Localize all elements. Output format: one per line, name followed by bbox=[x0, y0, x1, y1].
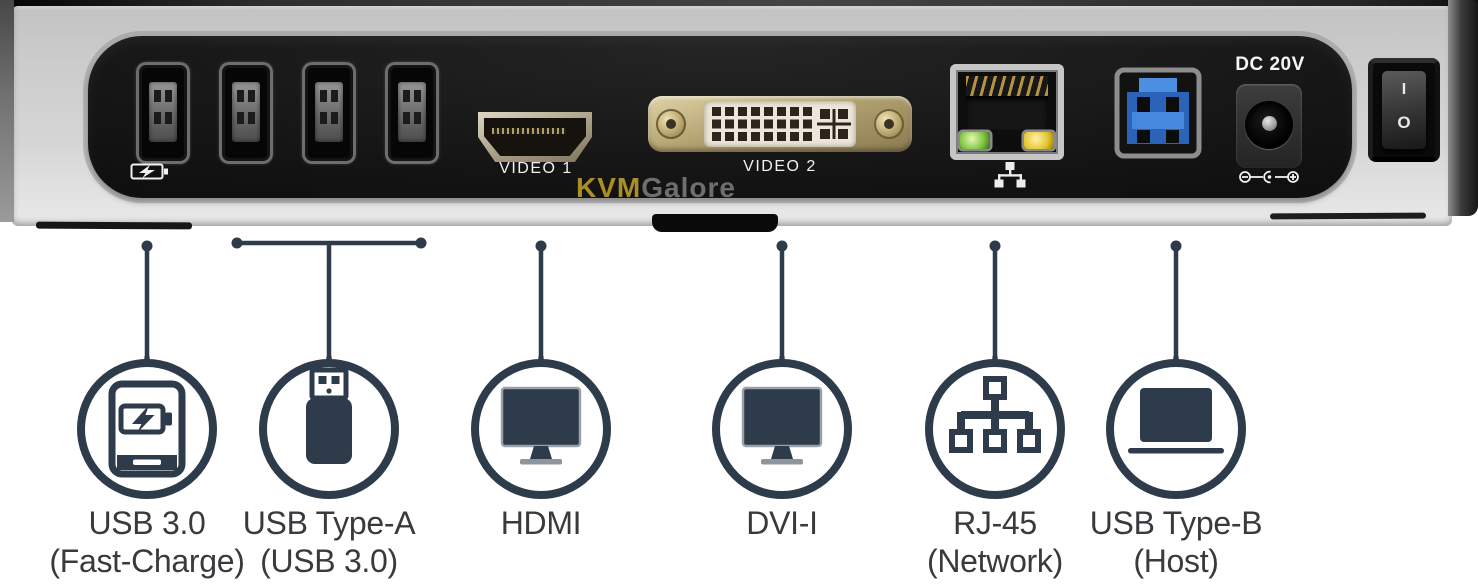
label-line1: USB Type-A bbox=[242, 505, 416, 541]
dc-jack-pin bbox=[1262, 116, 1277, 131]
hdmi-contacts bbox=[492, 128, 566, 134]
power-switch-rocker[interactable]: I O bbox=[1382, 71, 1426, 149]
usb-a-port-2 bbox=[302, 62, 356, 164]
hdmi-port bbox=[478, 112, 592, 162]
switch-off-mark: O bbox=[1397, 113, 1411, 132]
rj45-activity-led bbox=[1024, 132, 1054, 149]
dc-jack-hole bbox=[1245, 101, 1293, 149]
label-usb-type-a: USB Type-A (USB 3.0) bbox=[199, 504, 459, 580]
tablet-fast-charge-icon bbox=[108, 380, 186, 478]
video2-caption: VIDEO 2 bbox=[743, 158, 817, 175]
label-line1: RJ-45 bbox=[953, 505, 1037, 541]
rj45-port bbox=[950, 64, 1064, 160]
watermark: KVMGalore bbox=[576, 172, 736, 204]
rj45-pins bbox=[966, 76, 1048, 96]
dvi-pin-field bbox=[712, 107, 851, 141]
laptop-icon bbox=[1128, 388, 1224, 454]
watermark-galore: Galore bbox=[641, 172, 736, 203]
device-foot bbox=[652, 214, 778, 232]
label-dvi: DVI-I bbox=[652, 504, 912, 542]
dvi-screw-right bbox=[874, 109, 904, 139]
device-right-edge bbox=[1448, 0, 1478, 216]
rj45-cavity bbox=[966, 96, 1048, 130]
label-line1: HDMI bbox=[500, 505, 582, 541]
dc-power-jack bbox=[1236, 84, 1302, 168]
device-left-edge bbox=[0, 0, 14, 222]
label-line1: DVI-I bbox=[746, 505, 818, 541]
label-line1: USB 3.0 bbox=[88, 505, 206, 541]
dvi-port-face bbox=[704, 101, 856, 147]
label-line2: (Fast-Charge) bbox=[49, 543, 245, 579]
ethernet-glyph bbox=[994, 162, 1026, 188]
rj45-link-led bbox=[960, 132, 990, 149]
usb-a-tongue bbox=[398, 82, 426, 142]
label-line2: (USB 3.0) bbox=[260, 543, 398, 579]
device-top-edge bbox=[0, 0, 1478, 10]
usb-a-tongue bbox=[232, 82, 260, 142]
switch-on-mark: I bbox=[1401, 81, 1407, 98]
label-rj45: RJ-45 (Network) bbox=[865, 504, 1125, 580]
label-line2: (Network) bbox=[927, 543, 1063, 579]
label-usb-type-b: USB Type-B (Host) bbox=[1046, 504, 1306, 580]
usb-a-port-3 bbox=[385, 62, 439, 164]
hdmi-cavity bbox=[484, 118, 586, 156]
power-switch[interactable]: I O bbox=[1368, 58, 1440, 162]
usb-a-tongue bbox=[315, 82, 343, 142]
usb-a-tongue bbox=[149, 82, 177, 142]
label-line2: (Host) bbox=[1133, 543, 1219, 579]
dc-voltage-label: DC 20V bbox=[1235, 54, 1305, 75]
usb-b-port bbox=[1114, 67, 1202, 159]
label-hdmi: HDMI bbox=[411, 504, 671, 542]
dc-polarity-icon bbox=[1239, 170, 1299, 184]
network-tree-icon bbox=[949, 376, 1041, 453]
dvi-screw-left bbox=[656, 109, 686, 139]
label-line1: USB Type-B bbox=[1089, 505, 1263, 541]
usb-flash-drive-icon bbox=[306, 367, 352, 464]
usb-a-port-1 bbox=[219, 62, 273, 164]
usb-a-port-fast-charge bbox=[136, 62, 190, 164]
label-usb-fast-charge: USB 3.0 (Fast-Charge) bbox=[17, 504, 277, 580]
monitor-icon bbox=[500, 386, 582, 465]
monitor-icon bbox=[741, 386, 823, 465]
video1-caption: VIDEO 1 bbox=[499, 160, 573, 177]
watermark-kvm: KVM bbox=[576, 172, 642, 203]
fast-charge-battery-icon bbox=[130, 163, 168, 180]
